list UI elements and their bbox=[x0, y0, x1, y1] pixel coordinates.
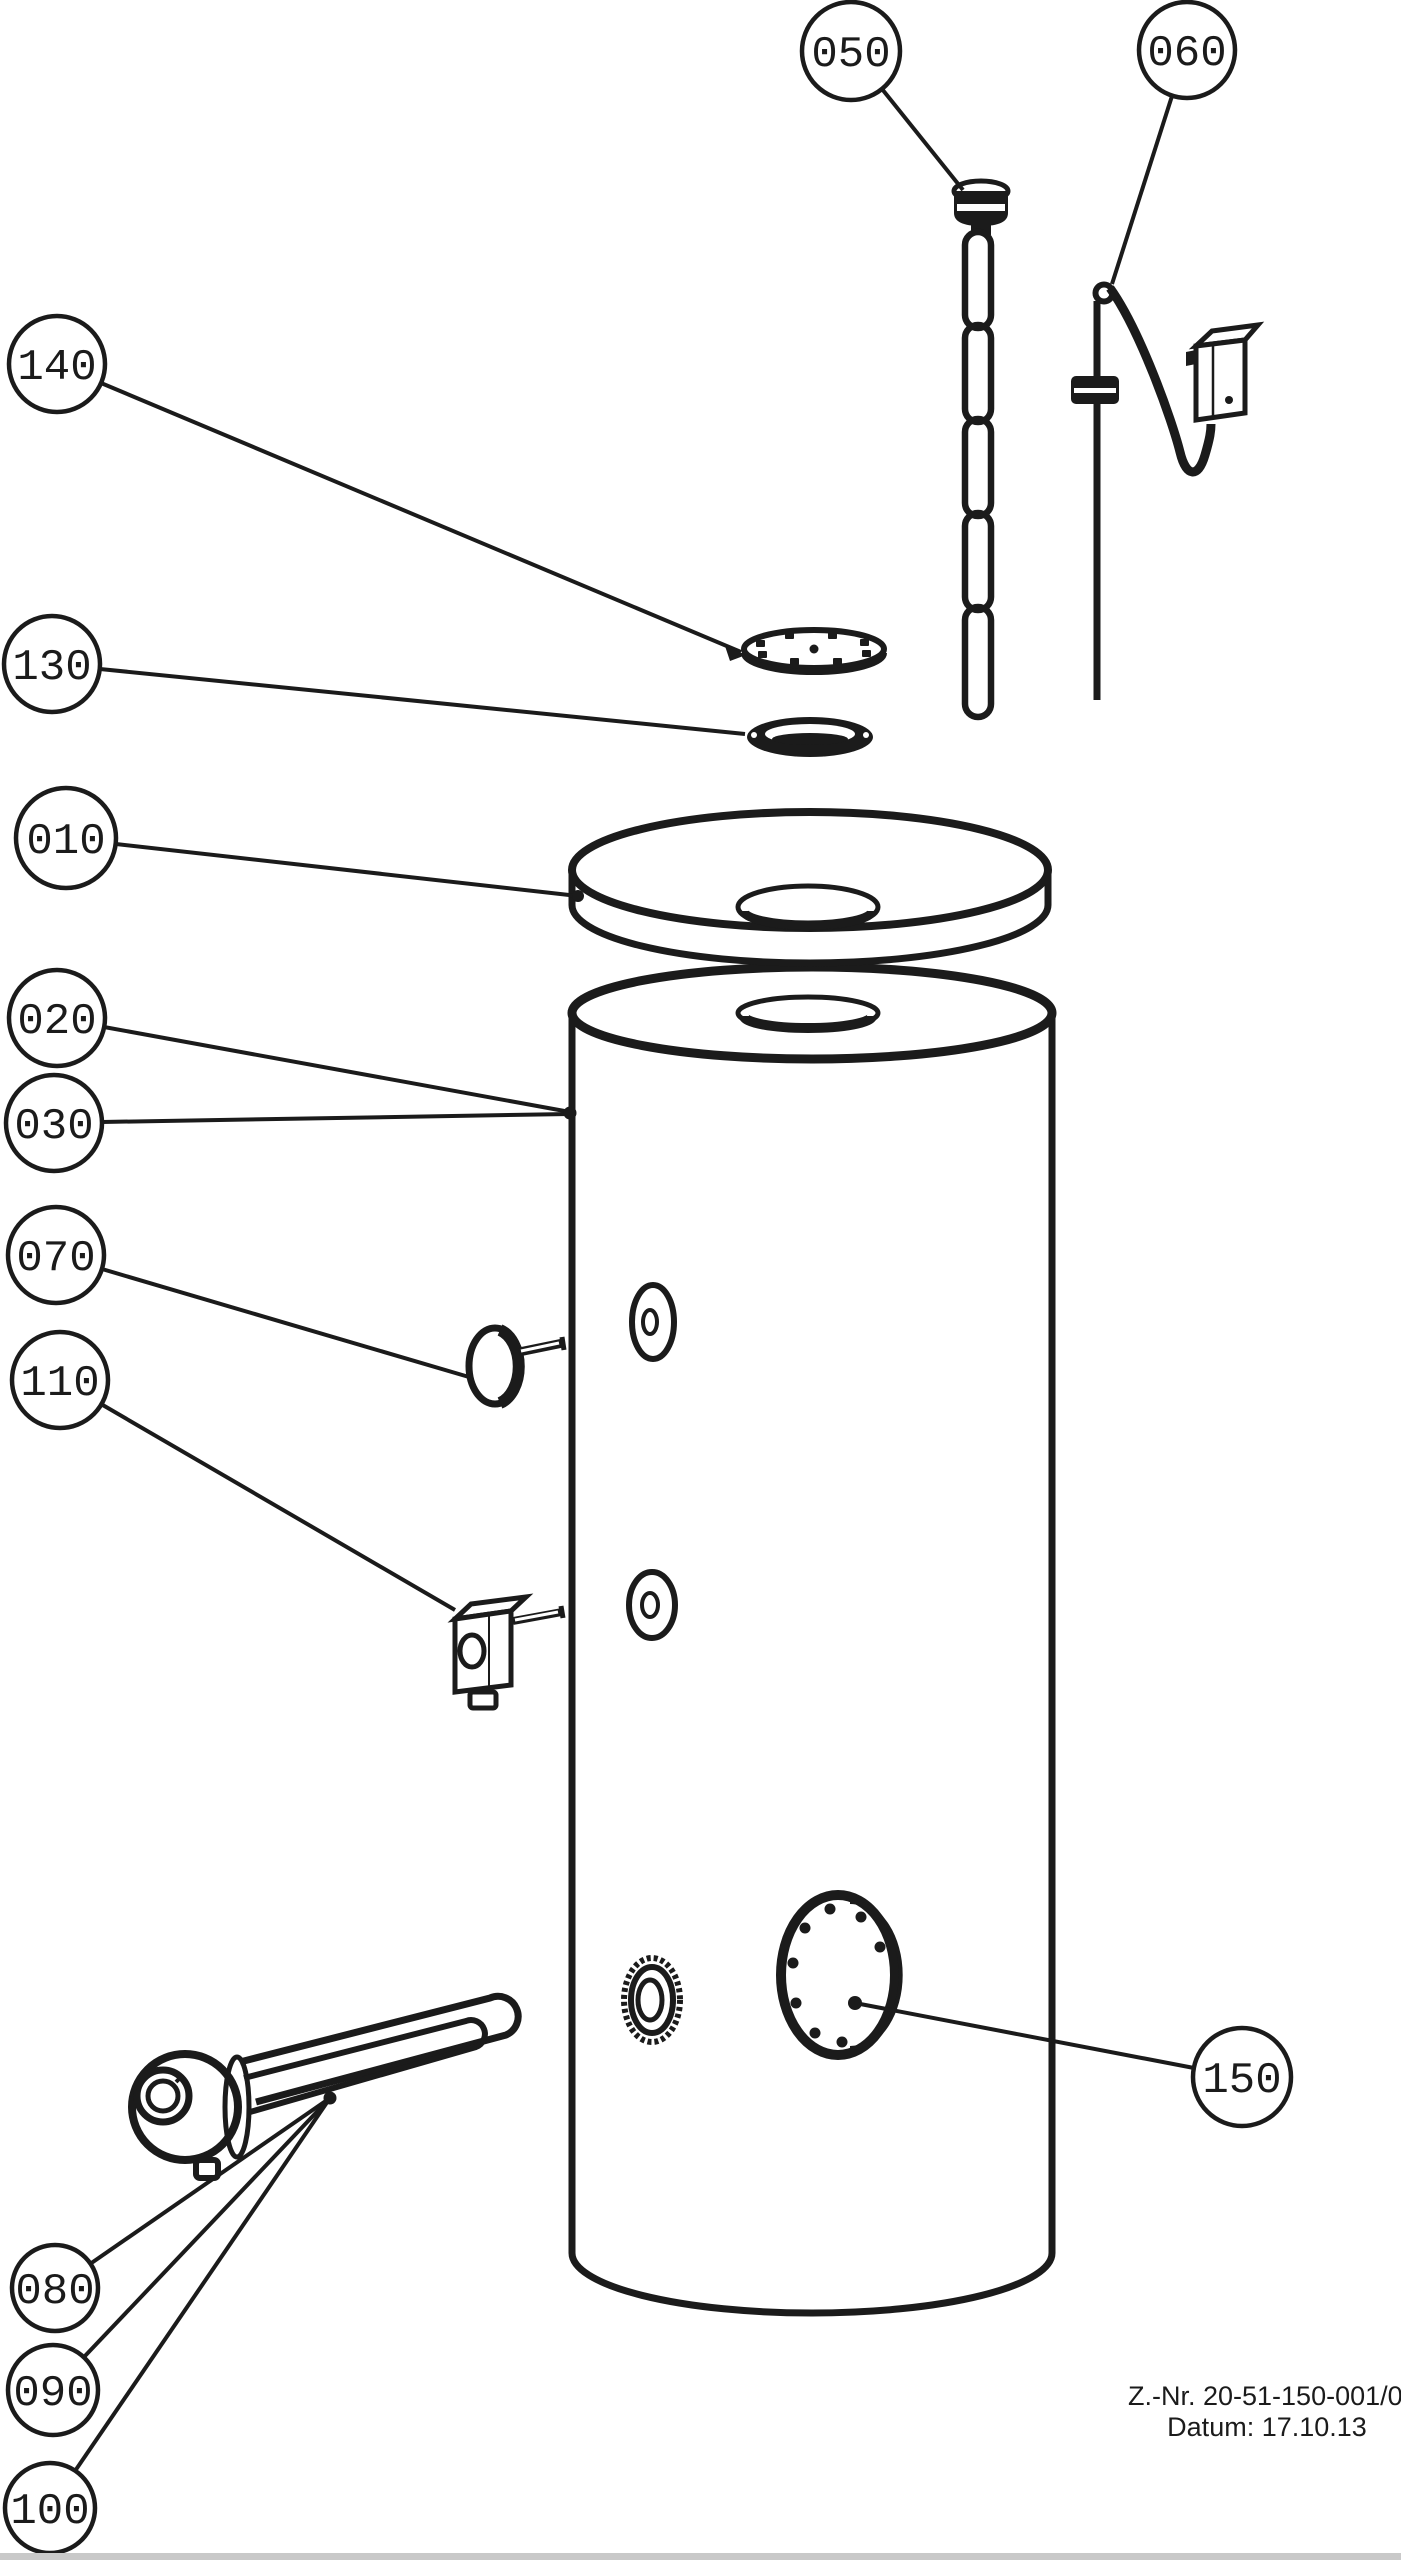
leader-140 bbox=[100, 381, 742, 654]
part-plug-rod bbox=[465, 1324, 567, 1409]
callout-140: 140 bbox=[6, 313, 108, 415]
leader-050 bbox=[880, 87, 965, 192]
title-block: Z.-Nr. 20-51-150-001/03 Datum: 17.10.13 bbox=[1128, 2381, 1401, 2443]
callout-080: 080 bbox=[9, 2242, 101, 2334]
callout-100: 100 bbox=[2, 2460, 98, 2556]
leader-010 bbox=[115, 842, 579, 898]
callout-080-label: 080 bbox=[15, 2267, 94, 2317]
callout-140-label: 140 bbox=[17, 343, 96, 393]
part-inspection-flange bbox=[776, 1890, 903, 2060]
callout-150: 150 bbox=[1190, 2025, 1294, 2129]
callout-010: 010 bbox=[13, 785, 119, 891]
drawing-date: Datum: 17.10.13 bbox=[1167, 2412, 1367, 2442]
leader-090 bbox=[82, 2096, 332, 2359]
callouts: 050 060 140 130 010 020 030 070 bbox=[1, 0, 1294, 2556]
leader-070 bbox=[101, 1267, 470, 1379]
tank-port-upper bbox=[629, 1282, 677, 1362]
callout-070-label: 070 bbox=[16, 1234, 95, 1284]
callout-060-label: 060 bbox=[1147, 29, 1226, 79]
leader-lines bbox=[73, 87, 1195, 2473]
leader-end-markers bbox=[323, 646, 862, 2105]
callout-020: 020 bbox=[6, 967, 108, 1069]
callout-090: 090 bbox=[5, 2342, 101, 2438]
callout-050-label: 050 bbox=[811, 30, 890, 80]
flange-bolts bbox=[787, 1903, 886, 2048]
part-anode-chain bbox=[951, 178, 1011, 721]
part-tank-body bbox=[567, 962, 1057, 2317]
callout-060: 060 bbox=[1136, 0, 1238, 101]
callout-020-label: 020 bbox=[17, 997, 96, 1047]
callout-110-label: 110 bbox=[20, 1359, 99, 1409]
callout-010-label: 010 bbox=[26, 817, 105, 867]
part-insulation-lid bbox=[568, 808, 1052, 967]
callout-070: 070 bbox=[5, 1204, 107, 1306]
indicator-box bbox=[1186, 321, 1265, 423]
page-bottom-edge bbox=[0, 2553, 1401, 2560]
indicator-cable bbox=[1106, 285, 1216, 477]
part-flange-plate bbox=[741, 627, 887, 675]
part-anode-rod-indicator bbox=[1071, 281, 1265, 700]
leader-150 bbox=[854, 2001, 1195, 2070]
callout-130-label: 130 bbox=[12, 643, 91, 693]
anode-rod-nut bbox=[1071, 376, 1119, 404]
callout-030-label: 030 bbox=[14, 1102, 93, 1152]
leader-020 bbox=[103, 1025, 571, 1114]
tank-port-middle bbox=[626, 1569, 678, 1641]
tank-threaded-boss bbox=[621, 1955, 683, 2045]
leader-030 bbox=[101, 1112, 571, 1124]
callout-090-label: 090 bbox=[13, 2369, 92, 2419]
callout-110: 110 bbox=[9, 1329, 111, 1431]
part-sensor bbox=[447, 1593, 566, 1711]
leader-130 bbox=[99, 667, 746, 736]
leader-100 bbox=[73, 2096, 332, 2473]
leader-080 bbox=[88, 2096, 332, 2266]
drawing-number: Z.-Nr. 20-51-150-001/03 bbox=[1128, 2381, 1401, 2411]
callout-050: 050 bbox=[799, 0, 903, 103]
leader-110 bbox=[99, 1402, 457, 1612]
part-gasket bbox=[747, 717, 873, 757]
part-heating-element bbox=[128, 1992, 522, 2181]
callout-150-label: 150 bbox=[1202, 2056, 1281, 2106]
anode-cap bbox=[951, 178, 1011, 235]
callout-130: 130 bbox=[1, 613, 103, 715]
leader-060 bbox=[1110, 95, 1174, 285]
callout-100-label: 100 bbox=[10, 2487, 89, 2537]
callout-030: 030 bbox=[3, 1072, 105, 1174]
